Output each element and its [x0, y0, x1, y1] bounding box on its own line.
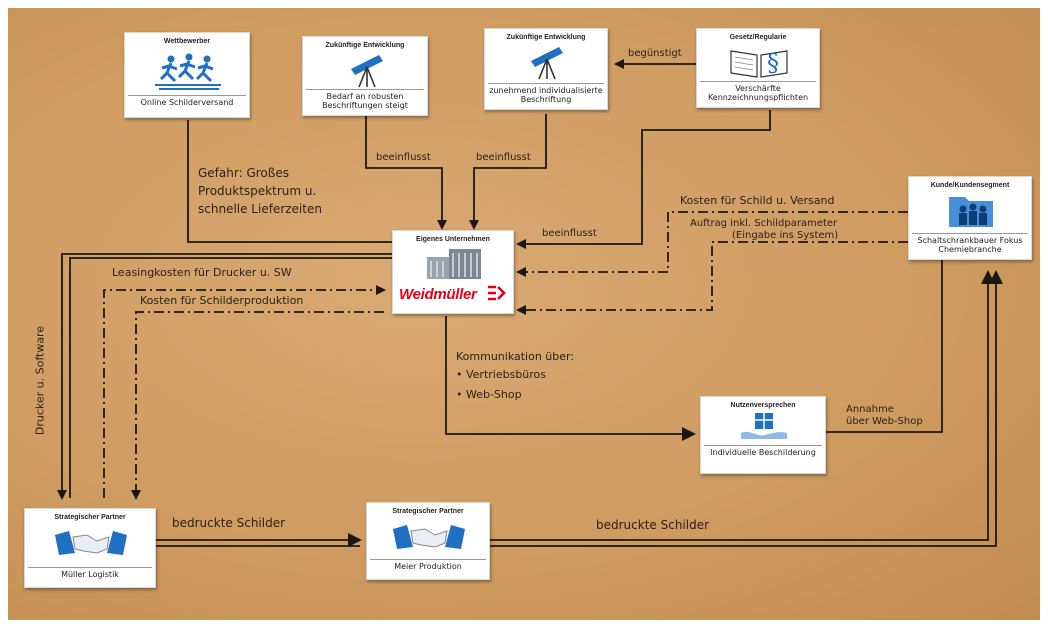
note-gefahr-line: Gefahr: Großes [198, 166, 289, 180]
edge-kommunikation [445, 316, 696, 441]
card-wettbewerber: Wettbewerber Online Schilderversand [124, 32, 250, 118]
card-kunde: Kunde/Kundensegment Schaltschrankbauer F… [908, 176, 1032, 260]
note-leasingkosten: Leasingkosten für Drucker u. SW [112, 266, 292, 279]
edge-beeinflusst-2 [469, 114, 547, 230]
gift-hand-icon [741, 413, 787, 439]
card-heading: Strategischer Partner [392, 508, 464, 515]
note-beeinflusst-3: beeinflusst [542, 228, 597, 239]
note-gefahr-line: schnelle Lieferzeiten [198, 202, 322, 216]
edge-auftrag [516, 241, 908, 315]
note-drucker-software: Drucker u. Software [33, 325, 47, 436]
edge-leasingkosten [103, 285, 386, 498]
factory-icon [427, 249, 481, 279]
note-kosten-schild-versand: Kosten für Schild u. Versand [680, 194, 835, 207]
logo-wordmark: Weidmüller [399, 286, 477, 303]
card-eigenes-unternehmen: Eigenes Unternehmen Weidmüller [392, 230, 514, 314]
note-kommunikation-line: • Vertriebsbüros [456, 368, 547, 381]
edge-gefahr [187, 120, 392, 243]
edge-kosten-produktion [131, 311, 384, 500]
card-gesetz: Gesetz/Regularie § Verschärfte Kennzeich… [696, 28, 820, 108]
note-beeinflusst-2: beeinflusst [476, 152, 531, 163]
card-zukunft-individuell: Zukünftige Entwicklung zunehmend individ… [484, 28, 608, 110]
edge-annahme [826, 258, 943, 433]
edge-beeinflusst-1 [365, 114, 447, 230]
card-heading: Strategischer Partner [54, 514, 126, 521]
customer-group-icon [949, 197, 993, 227]
card-meier-produktion: Strategischer Partner Meier Produktion [366, 502, 490, 580]
handshake-icon [393, 525, 465, 549]
note-kommunikation-line: • Web-Shop [456, 388, 522, 401]
card-mueller-logistik: Strategischer Partner Müller Logistik [24, 508, 156, 588]
card-heading: Zukünftige Entwicklung [325, 42, 405, 49]
edge-beeinflusst-3 [516, 110, 771, 249]
edge-kosten-schild [516, 211, 908, 277]
note-auftrag-line: (Eingabe ins System) [732, 230, 839, 241]
card-text: Müller Logistik [28, 567, 152, 579]
card-text: Online Schilderversand [128, 95, 246, 107]
note-kosten-schilderproduktion: Kosten für Schilderproduktion [140, 294, 304, 307]
card-heading: Eigenes Unternehmen [416, 236, 490, 243]
runners-icon [155, 53, 221, 90]
card-heading: Nutzenversprechen [730, 402, 796, 409]
svg-text:§: § [767, 49, 779, 77]
card-heading: Gesetz/Regularie [729, 34, 787, 41]
card-text: Verschärfte Kennzeichnungspflichten [700, 81, 816, 102]
note-beguenstigt: begünstigt [628, 48, 682, 59]
card-heading: Zukünftige Entwicklung [506, 34, 586, 41]
edge-bedruckte-2 [490, 270, 995, 541]
card-text: Individuelle Beschilderung [704, 445, 822, 457]
logo-mark-icon [488, 285, 507, 301]
card-text: Schaltschrankbauer Fokus Chemiebranche [912, 233, 1028, 254]
card-zukunft-robust: Zukünftige Entwicklung Bedarf an robuste… [302, 36, 428, 116]
weidmueller-logo: Weidmüller [399, 283, 507, 307]
telescope-icon [531, 47, 563, 80]
note-auftrag-line: Auftrag inkl. Schildparameter [690, 218, 838, 229]
edge-drucker-software [57, 253, 392, 500]
note-kommunikation-line: Kommunikation über: [456, 350, 575, 363]
note-annahme-line: über Web-Shop [846, 416, 923, 427]
card-text: zunehmend individualisierte Beschriftung [488, 83, 604, 104]
card-heading: Wettbewerber [163, 38, 211, 45]
telescope-icon [351, 55, 383, 88]
handshake-icon [55, 531, 127, 555]
note-beeinflusst-1: beeinflusst [376, 152, 431, 163]
law-book-icon: § [730, 49, 788, 78]
note-annahme-line: Annahme [846, 404, 894, 415]
card-nutzenversprechen: Nutzenversprechen Individuelle Beschilde… [700, 396, 826, 474]
card-text: Bedarf an robusten Beschriftungen steigt [306, 89, 424, 110]
note-gefahr-line: Produktspektrum u. [198, 184, 317, 198]
note-bedruckte-schilder-2: bedruckte Schilder [596, 518, 710, 532]
note-bedruckte-schilder-1: bedruckte Schilder [172, 516, 286, 530]
card-text: Meier Produktion [370, 559, 486, 571]
card-heading: Kunde/Kundensegment [930, 182, 1010, 189]
